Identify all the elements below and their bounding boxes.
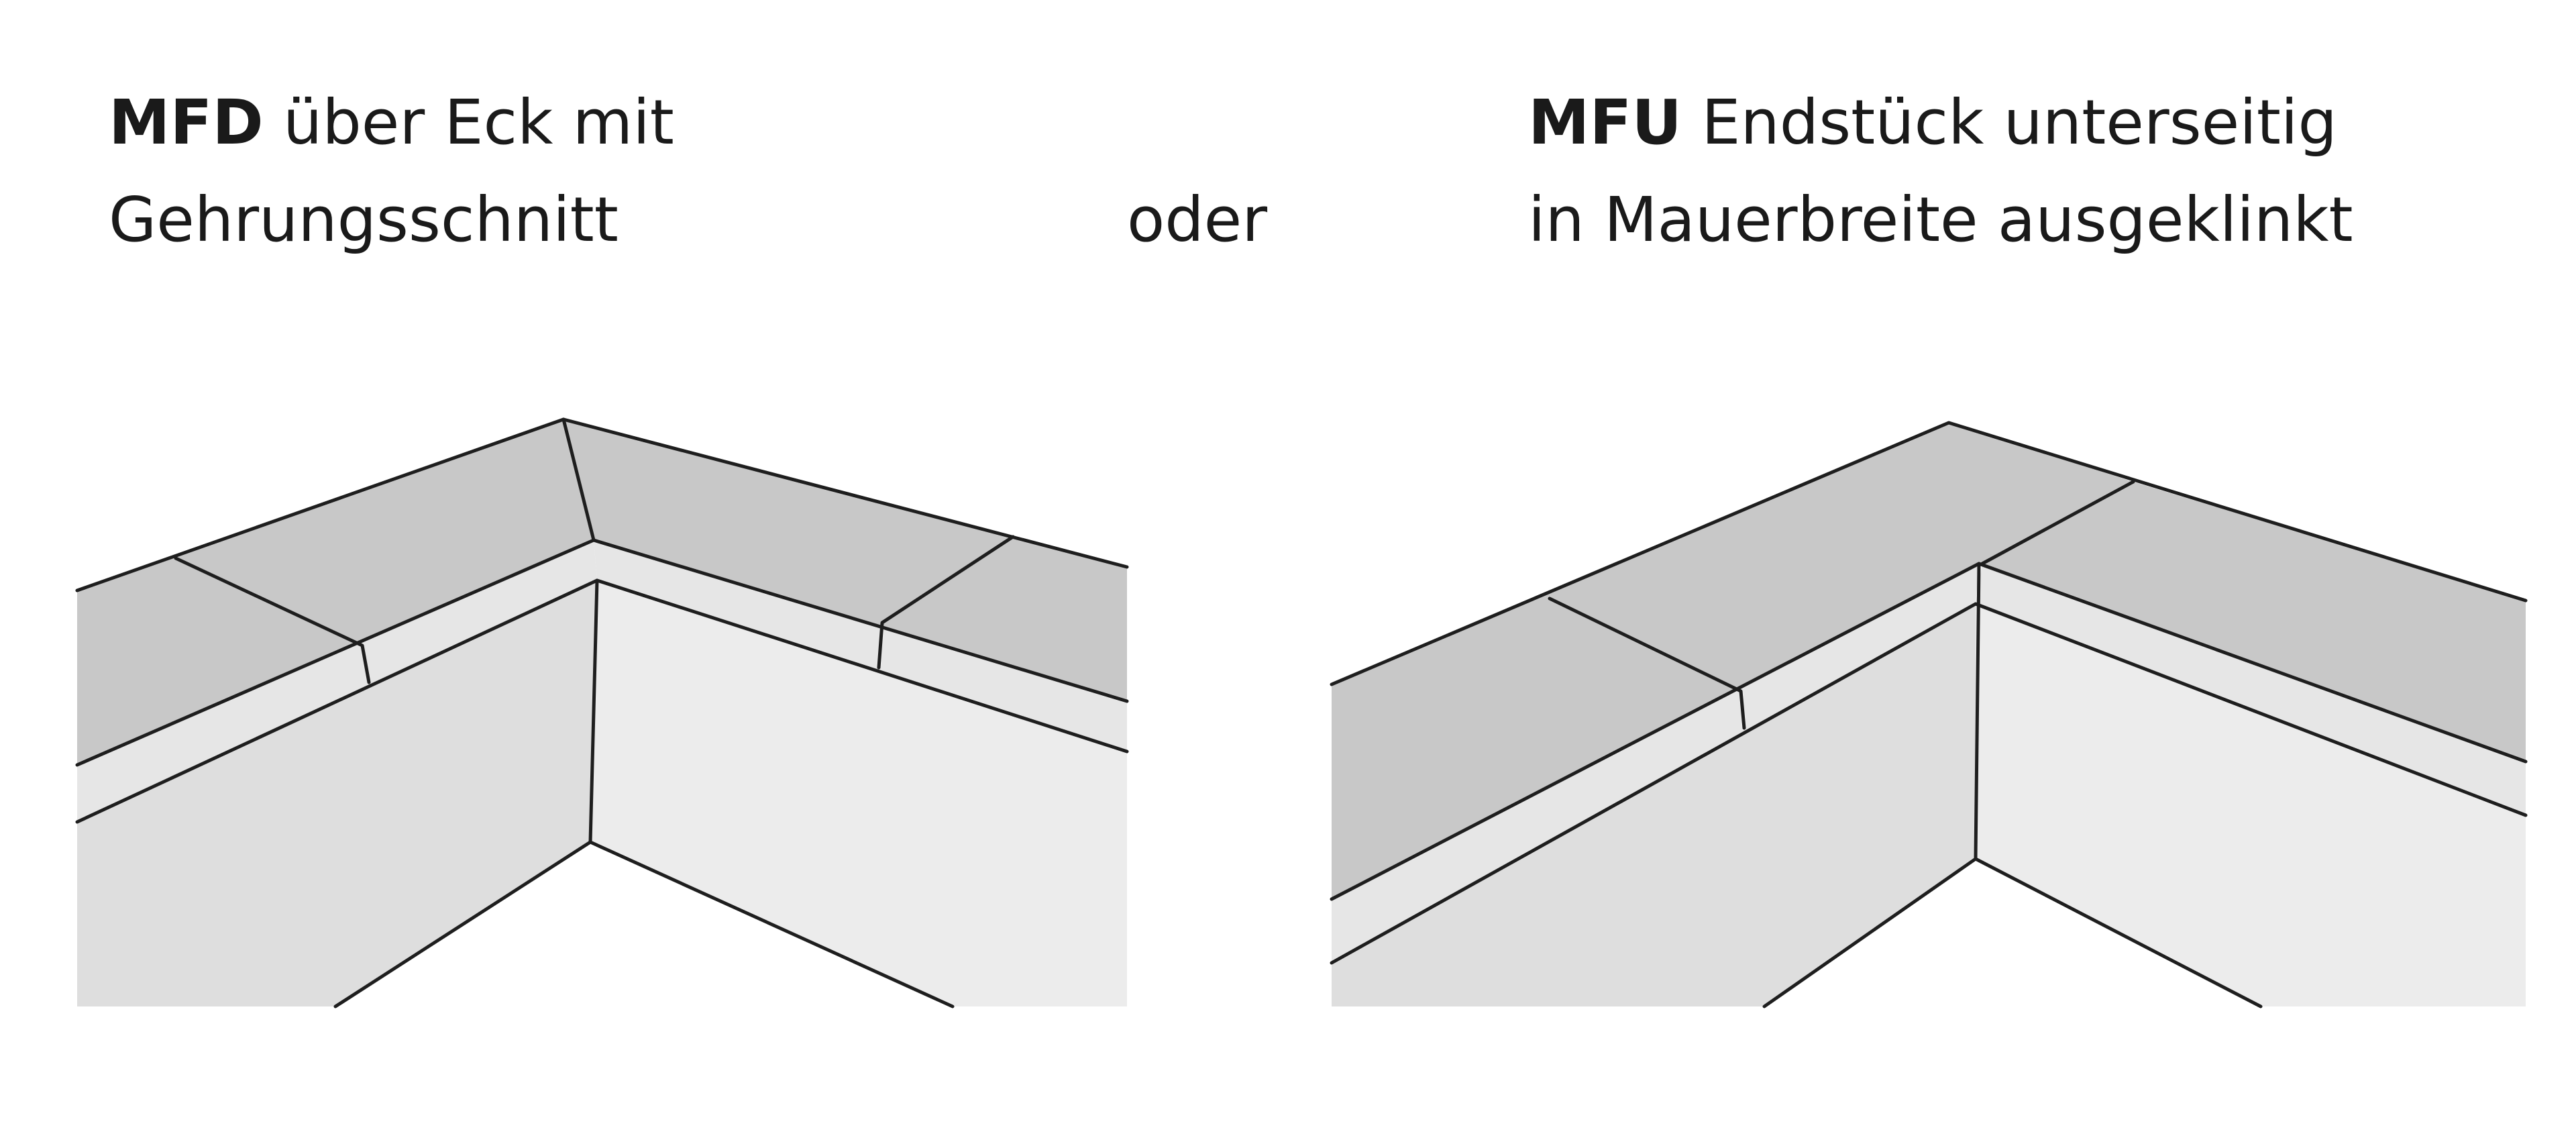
right-ground <box>1332 859 2526 1074</box>
right-caption-line2: in Mauerbreite ausgeklinkt <box>1528 184 2353 256</box>
right-joint-1 <box>1548 597 1746 730</box>
left-ground <box>77 842 1127 1074</box>
right-wall-face-right <box>1976 604 2526 1006</box>
left-caption-line2: Gehrungsschnitt <box>109 184 619 256</box>
left-mitre-joint <box>561 417 596 542</box>
left-wall-face-right <box>590 580 1127 1006</box>
left-caption-line1: MFD über Eck mit <box>109 74 674 171</box>
left-joint-1 <box>174 556 371 684</box>
right-caption-line1: MFU Endstück unterseitig <box>1528 74 2353 171</box>
left-coping-top-left <box>77 419 594 765</box>
left-caption-line1-text: über Eck mit <box>263 87 674 158</box>
left-joint-2 <box>877 535 1015 670</box>
separator-text: oder <box>1127 184 1268 256</box>
right-product-code: MFU <box>1528 87 1682 158</box>
left-coping-front-right <box>594 540 1127 752</box>
right-coping-front-right <box>1976 564 2526 815</box>
right-coping-bottom-edge <box>1330 602 2528 965</box>
right-caption-line1-text: Endstück unterseitig <box>1682 87 2337 158</box>
left-caption: MFD über Eck mit Gehrungsschnitt <box>109 74 674 268</box>
right-caption: MFU Endstück unterseitig in Mauerbreite … <box>1528 74 2353 268</box>
right-wall-foot-edge <box>1762 857 2263 1008</box>
right-coping-top-right <box>1982 482 2526 762</box>
right-coping-back-edge <box>1330 421 2528 686</box>
left-wall-face-left <box>77 580 597 1006</box>
left-wall-corner-edge <box>588 578 599 844</box>
left-coping-top-right <box>564 419 1127 701</box>
right-notch-joint <box>1980 480 2135 566</box>
left-product-code: MFD <box>109 87 264 158</box>
left-wall-foot-edge <box>333 840 955 1008</box>
left-coping-front-left <box>77 540 597 822</box>
right-coping-top-left <box>1332 423 2133 899</box>
right-wall-face-left <box>1332 604 1976 1006</box>
right-wall-corner-edge <box>1974 562 1981 861</box>
right-coping-front-left <box>1332 564 1979 963</box>
left-coping-top-front-edge <box>75 538 1129 767</box>
